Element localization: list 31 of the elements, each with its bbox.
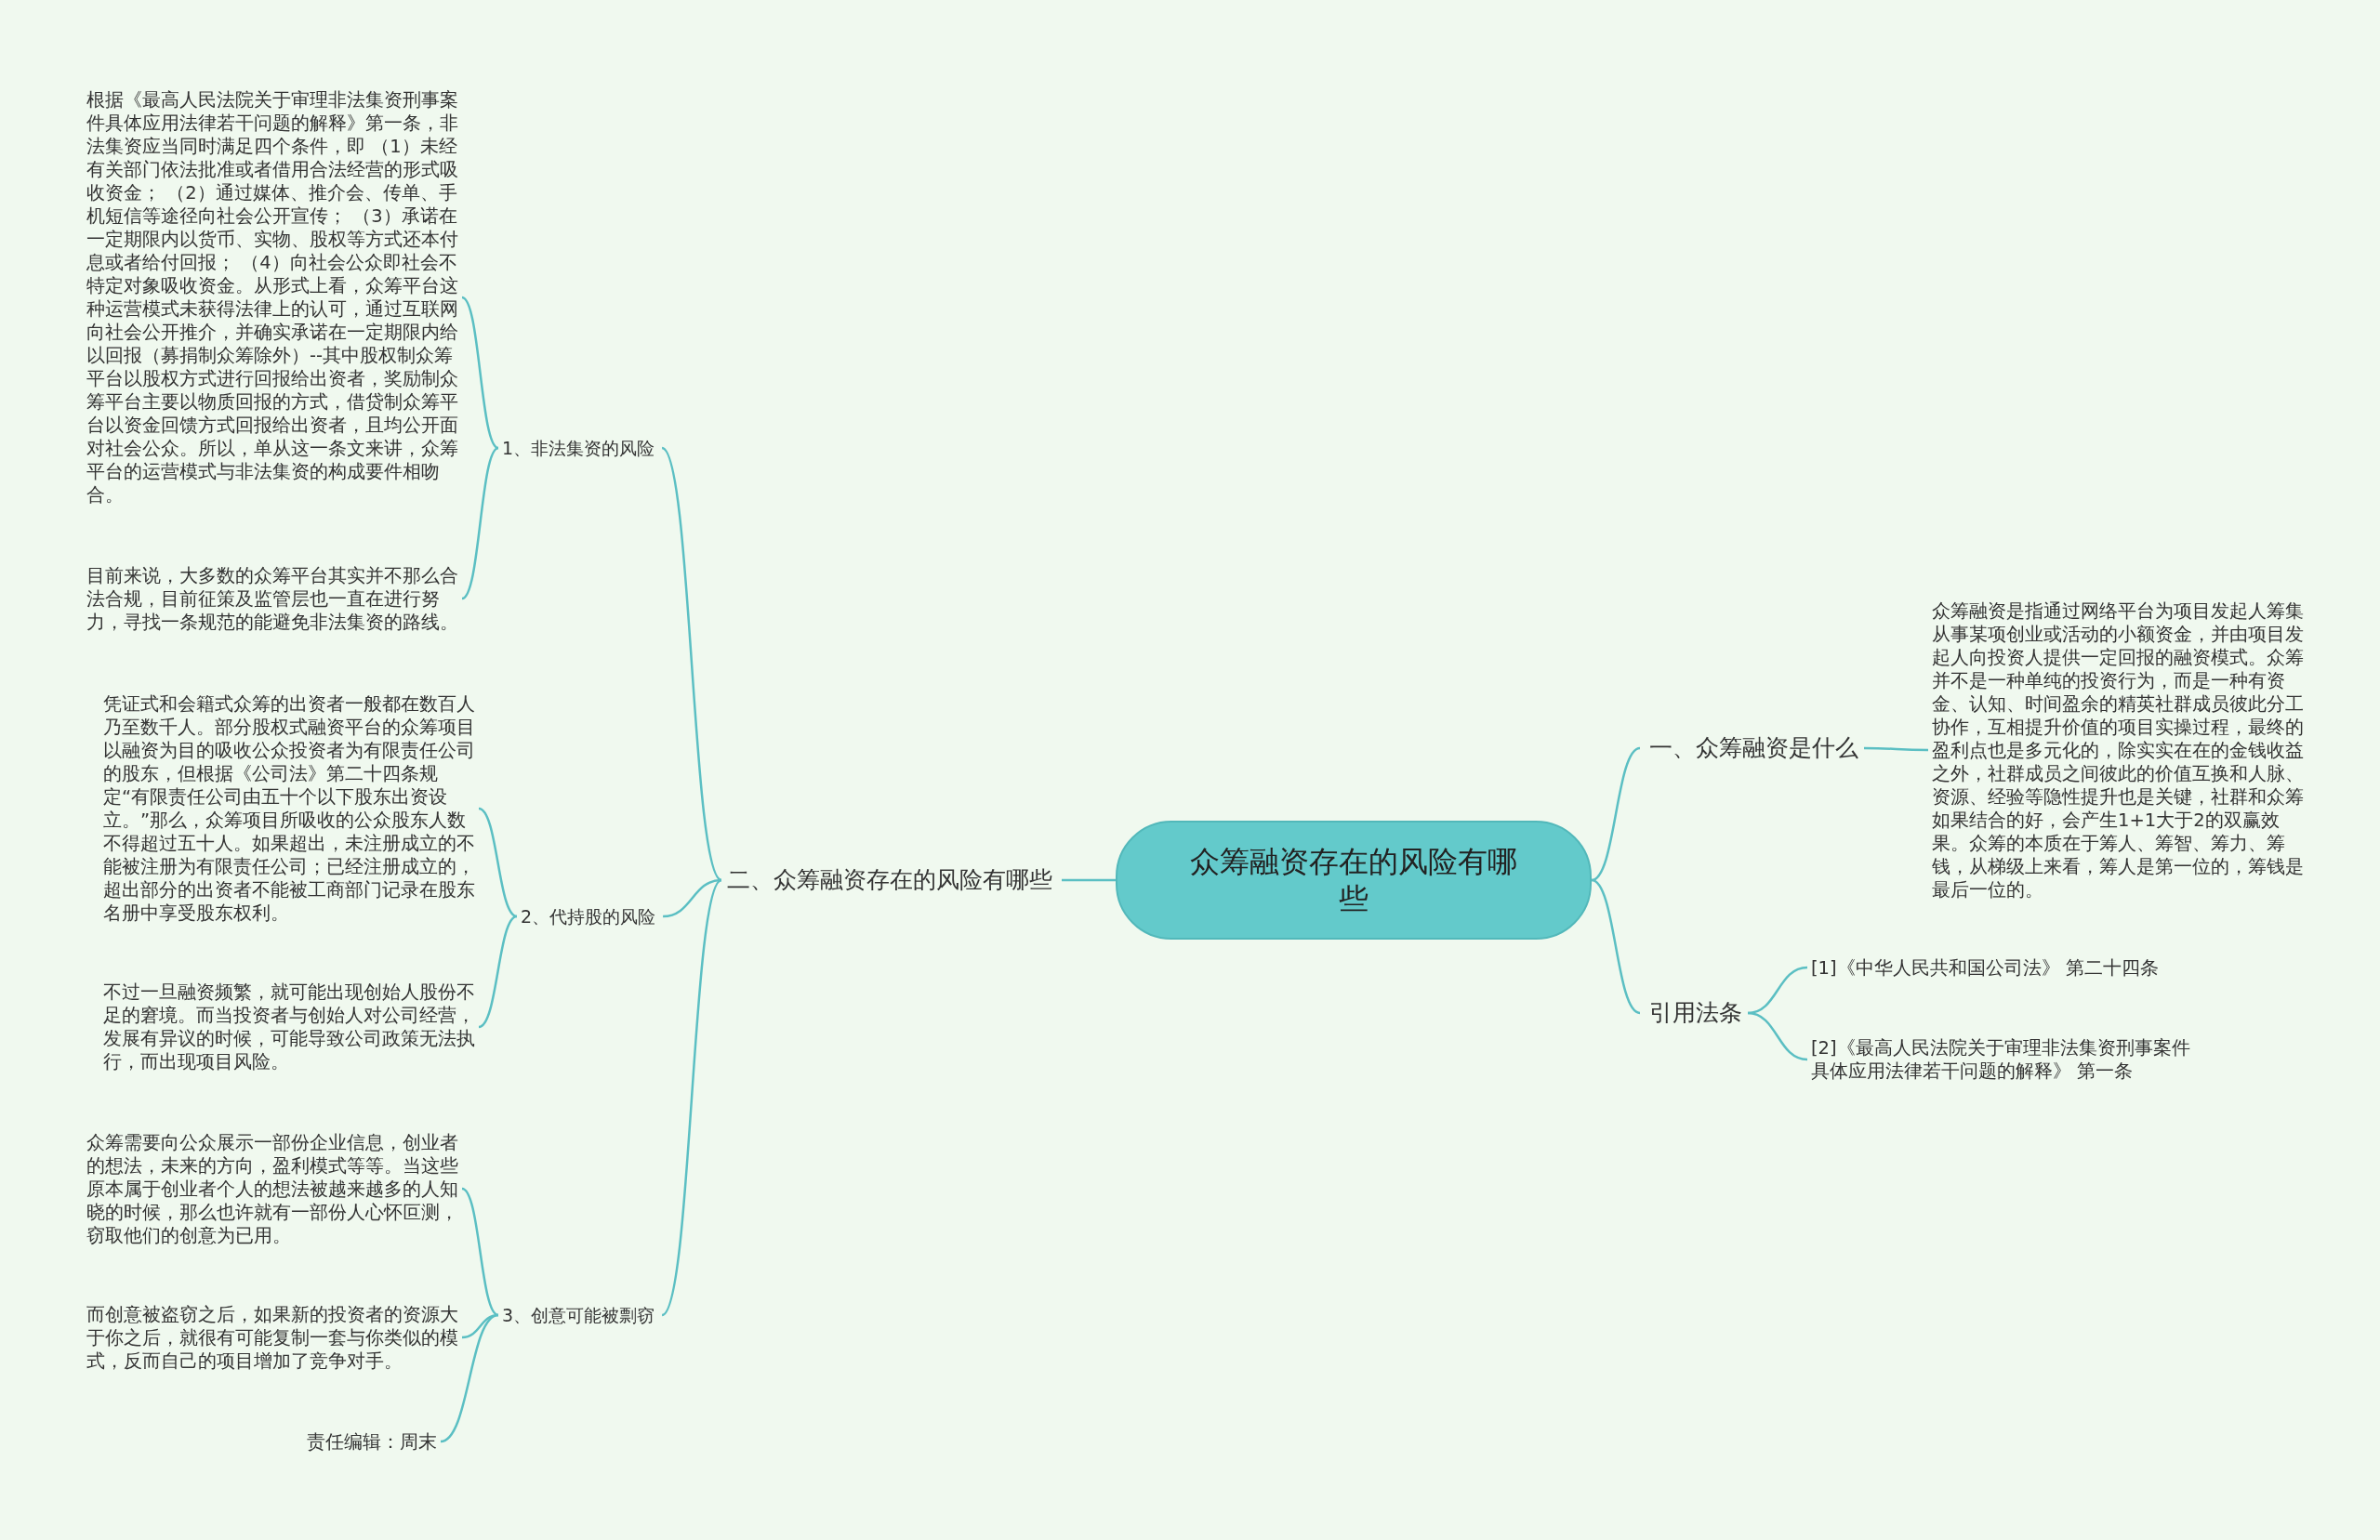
text-note: 凭证式和会籍式众筹的出资者一般都在数百人乃至数千人。部分股权式融资平台的众筹项目以融资为目的吸收公众投资者为有限责任公司的股东，但根据《公司法》第二十四条规定“有限责任公司由五十个以下股东出资设立。”那么，众筹项目所吸收的公众股东人数不得超过五十人。如果超出，未注册成立的不能被注册为有限责任公司；已经注册成立的，超出部分的出资者不能被工商部门记录在股东名册中享受股东权利。 bbox=[103, 692, 475, 925]
reference-note: [1]《中华人民共和国公司法》 第二十四条 bbox=[1811, 955, 2160, 980]
text-note: 目前来说，大多数的众筹平台其实并不那么合法合规，目前征策及监管层也一直在进行努力，寻找一条规范的能避免非法集资的路线。 bbox=[86, 563, 458, 634]
connector bbox=[662, 878, 722, 918]
connector bbox=[440, 1313, 499, 1443]
connector bbox=[461, 1187, 499, 1317]
reference-note: [2]《最高人民法院关于审理非法集资刑事案件具体应用法律若干问题的解释》 第一条 bbox=[1811, 1036, 2191, 1083]
connector bbox=[478, 807, 518, 918]
text-note: 根据《最高人民法院关于审理非法集资刑事案件具体应用法律若干问题的解释》第一条，非法集资应当同时满足四个条件，即 （1）未经有关部门依法批准或者借用合法经营的形式吸收资金； （2）通过媒体、推介会、传单、手机短信等途径向社会公开宣传； （3）承诺在一定期限内以货币、实物、股权等方式还本付息或者给付回报； （4）向社会公众即社会不特定对象吸收资金。从形式上看，众筹平台这种运营模式未获得法律上的认可，通过互联网向社会公开推介，并确实承诺在一定期限内给以回报（募捐制众筹除外）--其中股权制众筹平台以股权方式进行回报给出资者，奖励制众筹平台主要以物质回报的方式，借贷制众筹平台以资金回馈方式回报给出资者，且均公开面对社会公众。所以，单从这一条文来讲，众筹平台的运营模式与非法集资的构成要件相吻合。 bbox=[86, 88, 458, 507]
text-note: 而创意被盗窃之后，如果新的投资者的资源大于你之后，就很有可能复制一套与你类似的模式，反而自己的项目增加了竞争对手。 bbox=[86, 1302, 458, 1373]
connector bbox=[661, 447, 722, 881]
topic-label: 引用法条 bbox=[1649, 998, 1742, 1028]
connector bbox=[1591, 878, 1641, 1015]
connector bbox=[1747, 1011, 1808, 1061]
connector bbox=[1591, 746, 1641, 882]
text-note: 不过一旦融资频繁，就可能出现创始人股份不足的窘境。而当投资者与创始人对公司经营，发展有异议的时候，可能导致公司政策无法执行，而出现项目风险。 bbox=[103, 981, 475, 1073]
subtopic-label: 2、代持股的风险 bbox=[521, 905, 656, 928]
connector bbox=[661, 879, 722, 1316]
text-note: 众筹需要向公众展示一部份企业信息，创业者的想法，未来的方向，盈利模式等等。当这些原本属于创业者个人的想法被越来越多的人知晓的时候，那么也许就有一部份人心怀叵测，窃取他们的创意为已用。 bbox=[86, 1130, 458, 1247]
subtopic-label: 1、非法集资的风险 bbox=[502, 437, 655, 460]
connector bbox=[1062, 878, 1116, 882]
topic-label: 一、众筹融资是什么 bbox=[1649, 733, 1858, 763]
subtopic-label: 3、创意可能被剽窃 bbox=[502, 1304, 655, 1327]
text-note: 众筹融资是指通过网络平台为项目发起人筹集从事某项创业或活动的小额资金，并由项目发起人向投资人提供一定回报的融资模式。众筹并不是一种单纯的投资行为，而是一种有资金、认知、时间盈余的精英社群成员彼此分工协作，互相提升价值的项目实操过程，最终的盈利点也是多元化的，除实实在在的金钱收益之外，社群成员之间彼此的价值互换和人脉、资源、经验等隐性提升也是关键，社群和众筹如果结合的好，会产生1+1大于2的双赢效果。众筹的本质在于筹人、筹智、筹力、筹钱，从梯级上来看，筹人是第一位的，筹钱是最后一位的。 bbox=[1932, 599, 2304, 902]
central-topic: 众筹融资存在的风险有哪些 bbox=[1116, 821, 1592, 940]
editor-note: 责任编辑：周末 bbox=[307, 1429, 437, 1454]
topic-label: 二、众筹融资存在的风险有哪些 bbox=[727, 865, 1052, 895]
connector bbox=[1864, 746, 1928, 752]
connector bbox=[478, 915, 518, 1029]
connector bbox=[461, 296, 499, 449]
connector bbox=[461, 447, 499, 599]
